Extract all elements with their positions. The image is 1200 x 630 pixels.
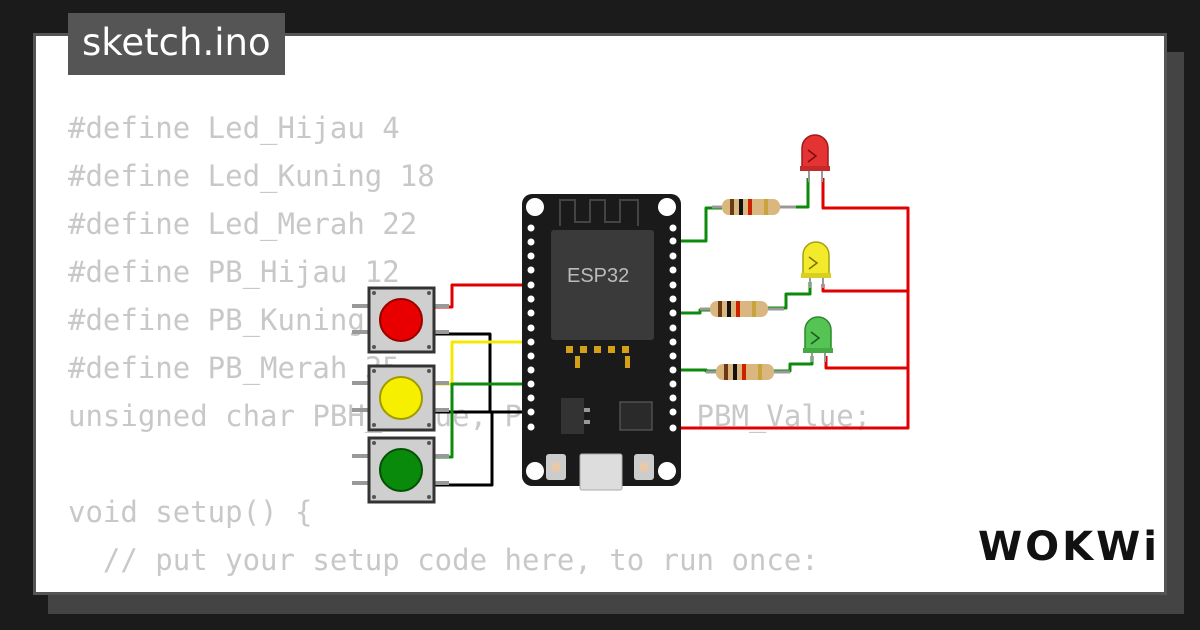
right-pin-header bbox=[669, 224, 677, 432]
code-line: Serial.begin(115200); bbox=[68, 584, 871, 592]
pushbutton-yellow[interactable] bbox=[352, 364, 449, 432]
code-line: void setup() { bbox=[68, 495, 313, 529]
resistor-2[interactable] bbox=[700, 301, 784, 317]
wire-green-r2-led bbox=[768, 282, 812, 310]
code-line: #define PB_Merah 35 bbox=[68, 351, 400, 385]
code-line: #define Led_Hijau 4 bbox=[68, 111, 400, 145]
code-line: #define Led_Kuning 18 bbox=[68, 159, 435, 193]
file-tab[interactable]: sketch.ino bbox=[68, 13, 285, 75]
led-yellow[interactable] bbox=[801, 241, 831, 288]
usb-chip bbox=[619, 401, 653, 431]
wire-green-button bbox=[433, 382, 531, 459]
led-green[interactable] bbox=[803, 316, 833, 362]
wire-green-r3-led bbox=[772, 356, 814, 373]
resistor-1[interactable] bbox=[712, 199, 796, 215]
wokwi-logo: WOKWi bbox=[978, 524, 1160, 570]
antenna-trace bbox=[559, 199, 639, 226]
wire-green-r1-led bbox=[780, 178, 810, 209]
regulator-chip bbox=[561, 398, 584, 434]
code-line: #define PB_Hijau 12 bbox=[68, 255, 400, 289]
boot-button[interactable] bbox=[551, 462, 561, 472]
wire-red-gnd bbox=[673, 178, 910, 430]
code-line: #define Led_Merah 22 bbox=[68, 207, 418, 241]
wire-yellow-button bbox=[433, 340, 531, 386]
wire-black-button-1 bbox=[433, 332, 531, 414]
reset-button[interactable] bbox=[639, 462, 649, 472]
led-red[interactable] bbox=[800, 134, 830, 182]
wire-red-gnd-2 bbox=[821, 284, 908, 293]
code-line: // put your setup code here, to run once… bbox=[68, 543, 819, 577]
wire-red-button bbox=[433, 283, 531, 309]
board-label: ESP32 bbox=[567, 265, 629, 287]
usb-port bbox=[579, 453, 623, 491]
resistor-3[interactable] bbox=[706, 364, 790, 380]
pushbutton-red[interactable] bbox=[352, 286, 449, 354]
esp32-module bbox=[551, 230, 654, 340]
wire-red-gnd-3 bbox=[824, 356, 908, 370]
left-pin-header bbox=[527, 224, 535, 431]
esp32-board[interactable]: ESP32 bbox=[522, 194, 681, 491]
pushbutton-green[interactable] bbox=[352, 436, 449, 504]
wire-black-button-3 bbox=[433, 412, 494, 487]
